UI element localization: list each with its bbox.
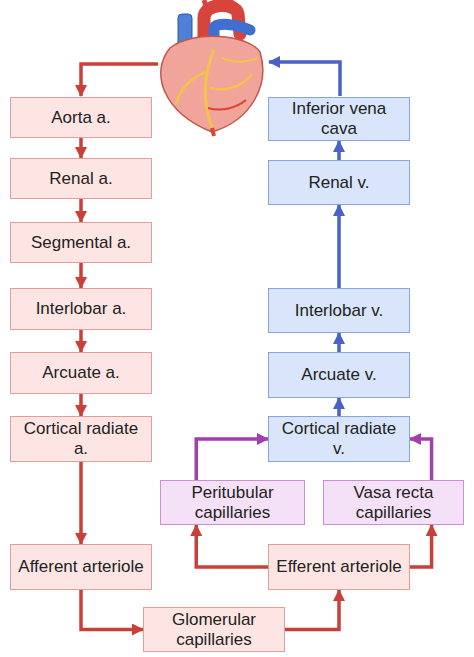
flow-connector — [337, 205, 341, 288]
node-label: Arcuate a. — [42, 363, 120, 383]
node-label: Afferent arteriole — [18, 557, 143, 577]
node-label: Segmental a. — [31, 233, 131, 253]
node-label: Peritubular capillaries — [167, 483, 298, 523]
flow-connector — [337, 141, 341, 160]
coronary-vessel — [210, 74, 252, 89]
node-label: Renal a. — [49, 169, 112, 189]
flow-connector — [79, 263, 83, 288]
artery-box: Segmental a. — [10, 222, 152, 263]
node-label: Arcuate v. — [301, 365, 376, 385]
vein-box: Arcuate v. — [268, 352, 410, 398]
artery-box: Interlobar a. — [10, 288, 152, 330]
coronary-vessel — [176, 72, 206, 104]
node-label: Interlobar a. — [36, 299, 127, 319]
artery-box: Arcuate a. — [10, 352, 152, 394]
vein-box: Interlobar v. — [268, 288, 410, 333]
flow-connector — [81, 590, 143, 630]
node-label: Vasa recta capillaries — [330, 483, 457, 523]
capillary-box: Vasa recta capillaries — [323, 480, 464, 525]
flow-connector — [79, 330, 83, 352]
aortic-branches — [204, 0, 232, 6]
vein-box: Cortical radiate v. — [268, 416, 410, 462]
flow-connector — [410, 439, 432, 480]
flow-arrow — [81, 64, 158, 96]
capillary-box: Peritubular capillaries — [160, 480, 305, 525]
node-label: Glomerular capillaries — [150, 610, 278, 650]
flow-connector — [196, 439, 268, 480]
node-label: Renal v. — [308, 173, 369, 193]
flow-connector — [79, 394, 83, 416]
flow-connector — [285, 590, 339, 630]
flow-connector — [79, 199, 83, 222]
flow-connector — [337, 398, 341, 416]
artery-box: Efferent arteriole — [268, 544, 410, 590]
vein-box: Inferior vena cava — [268, 97, 410, 141]
artery-box: Afferent arteriole — [10, 544, 152, 590]
coronary-vessel — [222, 58, 258, 62]
flow-connector — [79, 138, 83, 158]
artery-box: Renal a. — [10, 158, 152, 199]
flow-connector — [196, 525, 268, 567]
node-label: Aorta a. — [51, 108, 111, 128]
heart-apex — [212, 128, 214, 136]
node-label: Interlobar v. — [295, 301, 384, 321]
node-label: Cortical radiate a. — [17, 419, 145, 459]
coronary-vessel — [208, 100, 246, 110]
flow-arrow — [269, 62, 340, 96]
heart-illustration — [161, 0, 263, 136]
flow-connector — [337, 333, 341, 352]
flow-connector — [410, 525, 432, 567]
heart-body — [161, 36, 263, 132]
flow-connector — [79, 462, 83, 544]
artery-box: Aorta a. — [10, 97, 152, 138]
vein-box: Renal v. — [268, 160, 410, 205]
artery-box: Glomerular capillaries — [143, 607, 285, 652]
node-label: Cortical radiate v. — [275, 419, 403, 459]
artery-box: Cortical radiate a. — [10, 416, 152, 462]
node-label: Inferior vena cava — [275, 99, 403, 139]
node-label: Efferent arteriole — [276, 557, 401, 577]
